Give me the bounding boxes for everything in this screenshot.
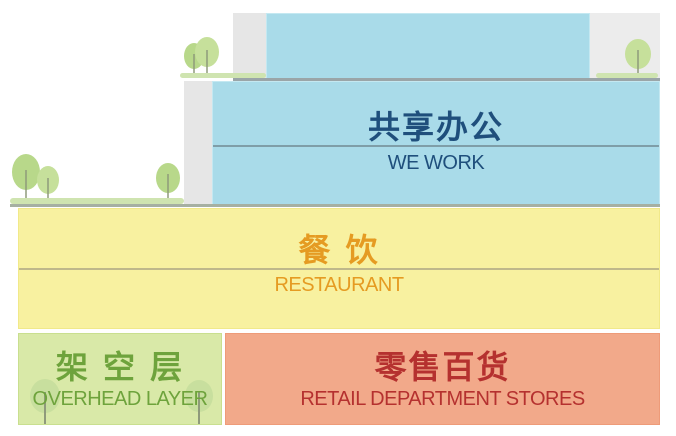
tree-icon [30, 379, 60, 424]
retail-label-en: RETAIL DEPARTMENT STORES [300, 388, 585, 410]
core-left-lower [184, 81, 212, 206]
cowork-lower-block: 共享办公 WE WORK [212, 81, 660, 206]
restaurant-label-en: RESTAURANT [274, 274, 404, 296]
grass-strip [180, 73, 266, 78]
retail-block: 零售百货 RETAIL DEPARTMENT STORES [225, 333, 660, 425]
retail-label-cn: 零售百货 [374, 348, 511, 386]
grass-strip [10, 198, 184, 204]
grass-strip [596, 73, 658, 78]
overhead-block: 架 空 层 OVERHEAD LAYER [18, 333, 222, 425]
terrace-floor-upper [233, 78, 660, 81]
cowork-divider [213, 145, 659, 147]
cowork-label-cn: 共享办公 [367, 108, 504, 146]
restaurant-block: 餐 饮 RESTAURANT [18, 208, 660, 329]
terrace-floor-lower [10, 204, 660, 207]
cowork-label-en: WE WORK [387, 152, 485, 174]
overhead-label-en: OVERHEAD LAYER [32, 388, 208, 410]
core-left-upper [233, 13, 266, 79]
cowork-upper-block [266, 13, 590, 79]
tree-icon [185, 380, 213, 424]
restaurant-divider [19, 268, 659, 270]
overhead-label-cn: 架 空 层 [55, 348, 185, 386]
restaurant-label-cn: 餐 饮 [298, 231, 380, 269]
